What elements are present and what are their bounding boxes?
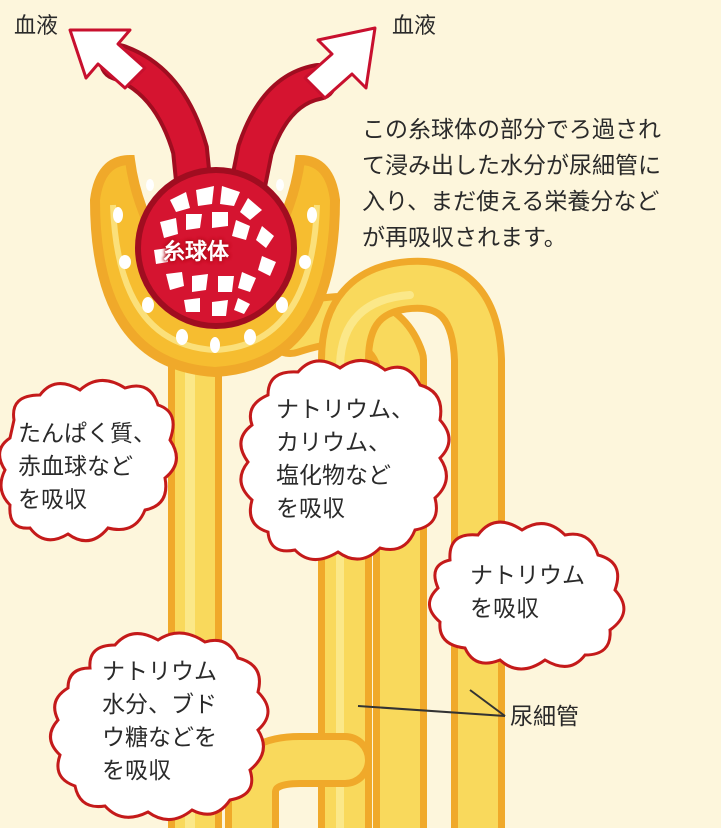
glomerulus bbox=[135, 167, 297, 329]
description-line: この糸球体の部分でろ過され bbox=[362, 117, 661, 143]
tubule-label: 尿細管 bbox=[510, 704, 579, 730]
bubble-line: ナトリウム bbox=[102, 659, 217, 685]
bubble-sodium-water-shape bbox=[49, 631, 270, 821]
description-line: が再吸収されます。 bbox=[362, 225, 567, 251]
bubble-sodium-shape bbox=[428, 520, 626, 671]
bubble-line: カリウム、 bbox=[276, 430, 391, 456]
bubble-line: 水分、ブド bbox=[102, 692, 217, 718]
bubble-line: 赤血球など bbox=[18, 454, 133, 480]
bubble-line: ナトリウム、 bbox=[276, 397, 414, 423]
bubble-line: ナトリウム bbox=[470, 563, 585, 589]
bowman-capsule bbox=[89, 154, 341, 378]
bubble-shapes bbox=[0, 359, 626, 821]
bubble-line: を吸収 bbox=[470, 596, 539, 622]
bubble-protein-shape bbox=[0, 379, 178, 543]
bubble-line: 塩化物など bbox=[276, 463, 391, 489]
bubble-sodium-potassium: ナトリウム、 カリウム、 塩化物など を吸収 bbox=[276, 394, 414, 526]
bubble-line: たんぱく質、 bbox=[18, 421, 156, 447]
glomerulus-label: 糸球体 bbox=[163, 240, 230, 265]
bubble-sodium-water: ナトリウム 水分、ブド ウ糖などを を吸収 bbox=[102, 656, 217, 788]
blood-arrow-in bbox=[303, 26, 377, 100]
description-line: て浸み出した水分が尿細管に bbox=[362, 153, 661, 179]
bubble-line: ウ糖などを bbox=[102, 725, 217, 751]
bubble-line: を吸収 bbox=[102, 758, 171, 784]
description-text: この糸球体の部分でろ過され て浸み出した水分が尿細管に 入り、まだ使える栄養分な… bbox=[362, 112, 717, 256]
bubble-sodium: ナトリウム を吸収 bbox=[470, 560, 585, 626]
blood-label-left: 血液 bbox=[14, 14, 59, 39]
blood-arrow-out bbox=[68, 28, 147, 90]
description-line: 入り、まだ使える栄養分など bbox=[362, 189, 660, 215]
bubble-line: を吸収 bbox=[276, 496, 345, 522]
blood-label-right: 血液 bbox=[392, 14, 437, 39]
bubble-line: を吸収 bbox=[18, 487, 87, 513]
bubble-protein: たんぱく質、 赤血球など を吸収 bbox=[18, 418, 156, 517]
bubble-sodium-potassium-shape bbox=[239, 359, 451, 561]
tubule-pointer bbox=[357, 689, 506, 717]
